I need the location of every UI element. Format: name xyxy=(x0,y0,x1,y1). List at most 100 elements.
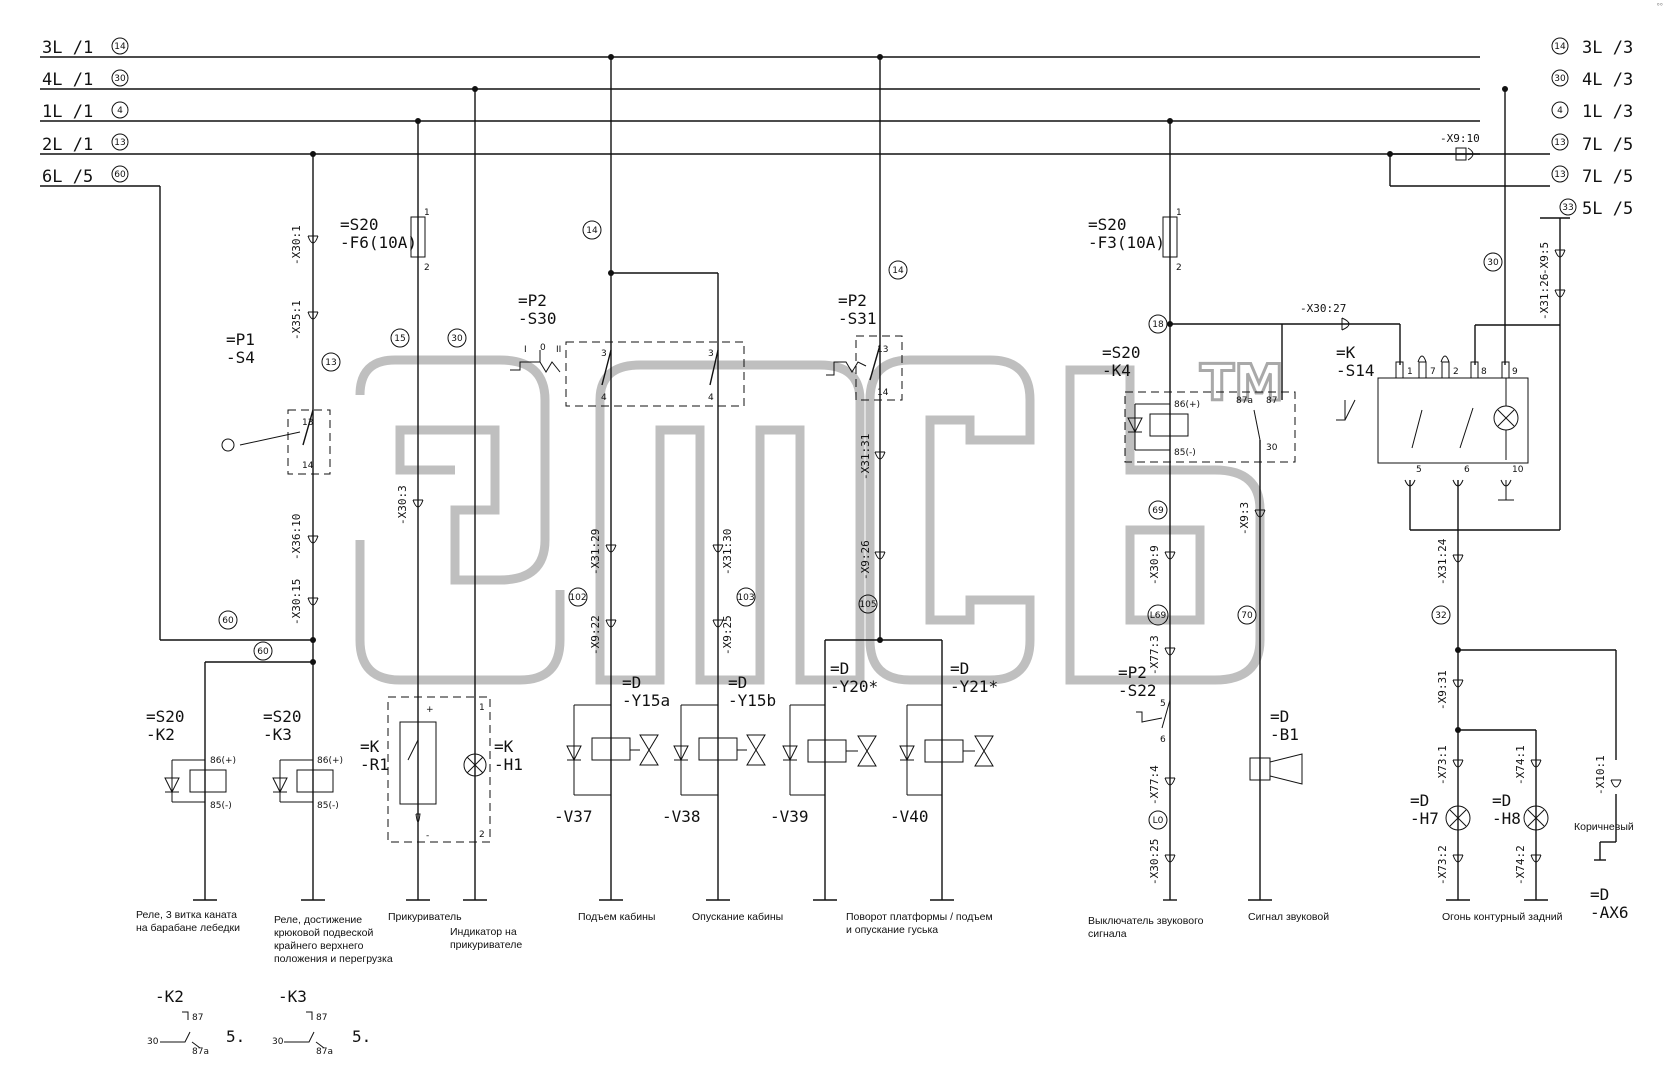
ref-h8-b: -H8 xyxy=(1492,809,1521,828)
pin-86: 86(+) xyxy=(317,756,343,766)
bus-label-6L: 6L /5 xyxy=(42,167,93,187)
pin-9: 9 xyxy=(1512,367,1518,377)
connector-x9-5: -X9:5 xyxy=(1538,242,1551,275)
pin-6: 6 xyxy=(1160,735,1166,745)
watermark-tm: TM xyxy=(1200,354,1284,412)
wire-number: 4 xyxy=(117,106,123,116)
wire-number: 70 xyxy=(1241,611,1253,621)
wire-number: 102 xyxy=(569,593,586,603)
ref-s14-a: =K xyxy=(1336,343,1356,362)
pin-3: 3 xyxy=(601,349,607,359)
legend-k3-87: 87 xyxy=(316,1013,327,1023)
caption-h7: Огонь контурный задний xyxy=(1442,911,1563,923)
bus-label-1L: 1L /1 xyxy=(42,102,93,122)
connector-x77-4: -X77:4 xyxy=(1148,765,1161,805)
bus-label-4L-right: 4L /3 xyxy=(1582,70,1633,90)
connector-x35-1: -X35:1 xyxy=(290,300,303,340)
pin-10: 10 xyxy=(1512,465,1524,475)
legend-k2-ref: 5. xyxy=(226,1027,245,1046)
ref-h1-b: -H1 xyxy=(494,755,523,774)
pin-2: 2 xyxy=(1453,367,1459,377)
pin-13: 13 xyxy=(877,345,888,355)
caption-y15a: Подъем кабины xyxy=(578,911,655,923)
left-bus-labels: 3L /1 4L /1 1L /1 2L /1 6L /5 14 30 4 13… xyxy=(42,37,129,187)
pin-86: 86(+) xyxy=(210,756,236,766)
pin-plus: + xyxy=(426,705,434,715)
ref-y21-a: =D xyxy=(950,659,969,678)
ref-k4-b: -K4 xyxy=(1102,361,1131,380)
connector-x73-1: -X73:1 xyxy=(1436,745,1449,785)
connector-x31-24: -X31:24 xyxy=(1436,538,1449,585)
connector-x30-27: -X30:27 xyxy=(1300,302,1346,315)
ref-s4-b: -S4 xyxy=(226,348,255,367)
bus-label-1L-right: 1L /3 xyxy=(1582,102,1633,122)
ref-b1-a: =D xyxy=(1270,707,1289,726)
wire-number: 4 xyxy=(1557,106,1563,116)
legend-k3-87a: 87a xyxy=(316,1047,333,1057)
ref-k2-a: =S20 xyxy=(146,707,185,726)
wire-number: 15 xyxy=(394,334,405,344)
pin-13: 13 xyxy=(302,418,313,428)
ref-y15a-a: =D xyxy=(622,673,641,692)
pin-87: 87 xyxy=(1266,396,1277,406)
wire-number: 33 xyxy=(1562,203,1573,213)
ref-h8-a: =D xyxy=(1492,791,1511,810)
pin-7: 7 xyxy=(1430,367,1436,377)
wire-number: 60 xyxy=(114,170,126,180)
connector-x30-9: -X30:9 xyxy=(1148,545,1161,585)
bus-label-7L-right: 7L /5 xyxy=(1582,135,1633,155)
pin-0: 0 xyxy=(540,343,546,353)
bus-label-3L: 3L /1 xyxy=(42,38,93,58)
caption-r1: Прикуриватель xyxy=(388,911,462,923)
pin-8: 8 xyxy=(1481,367,1487,377)
ref-y21-b: -Y21* xyxy=(950,677,998,696)
ref-b1-b: -B1 xyxy=(1270,725,1299,744)
connector-x30-15: -X30:15 xyxy=(290,579,303,625)
pin-30: 30 xyxy=(1266,443,1278,453)
legend-k2-87: 87 xyxy=(192,1013,203,1023)
wire-number: 13 xyxy=(325,358,336,368)
pin-1: 1 xyxy=(424,208,430,218)
connector-x30-1: -X30:1 xyxy=(290,225,303,265)
connector-x30-3: -X30:3 xyxy=(396,485,409,525)
ref-ax6-a: =D xyxy=(1590,885,1609,904)
wire-number: 30 xyxy=(1487,258,1499,268)
connector-x9-22: -X9:22 xyxy=(589,615,602,655)
connector-x9-3: -X9:3 xyxy=(1238,502,1251,535)
connector-x9-10: -X9:10 xyxy=(1440,132,1480,145)
ref-s14-b: -S14 xyxy=(1336,361,1375,380)
wire-number: 18 xyxy=(1152,320,1164,330)
wire-number: 13 xyxy=(1554,170,1565,180)
wire-number: 14 xyxy=(1554,42,1566,52)
circuit-k2-k3: 60 60 -X30:1 -X35:1 13 -X36:10 -X30:15 =… xyxy=(146,151,343,901)
bus-label-2L: 2L /1 xyxy=(42,135,93,155)
ref-v40: -V40 xyxy=(890,807,929,826)
connector-x36-10: -X36:10 xyxy=(290,514,303,560)
wire-number: L0 xyxy=(1153,816,1164,826)
connector-x10-1: -X10:1 xyxy=(1594,755,1607,795)
pin-1: 1 xyxy=(1407,367,1413,377)
pin-2: 2 xyxy=(1176,263,1182,273)
contact-legend-k3: -K3 87 30 87a 5. xyxy=(272,987,371,1057)
ref-h7-a: =D xyxy=(1410,791,1429,810)
ref-s22-a: =P2 xyxy=(1118,663,1147,682)
ref-y20-a: =D xyxy=(830,659,849,678)
ref-y15b-b: -Y15b xyxy=(728,691,776,710)
ref-v38: -V38 xyxy=(662,807,701,826)
right-bus-labels: 14 30 4 13 13 33 3L /3 4L /3 1L /3 7L /5… xyxy=(1551,37,1633,219)
legend-k2-87a: 87a xyxy=(192,1047,209,1057)
pin-85: 85(-) xyxy=(210,801,232,811)
bus-label-4L: 4L /1 xyxy=(42,70,93,90)
wire-number: 13 xyxy=(1554,138,1565,148)
circuit-s31-valves: 14 =P2 -S31 13 14 -X31:31 -X9:26 105 =D … xyxy=(770,54,998,901)
connector-x31-30: -X31:30 xyxy=(721,529,734,575)
connector-x31-31: -X31:31 xyxy=(859,434,872,480)
pin-2: 2 xyxy=(479,830,485,840)
corner-mark: °° xyxy=(1656,2,1663,11)
ref-ax6-b: -AX6 xyxy=(1590,903,1629,922)
